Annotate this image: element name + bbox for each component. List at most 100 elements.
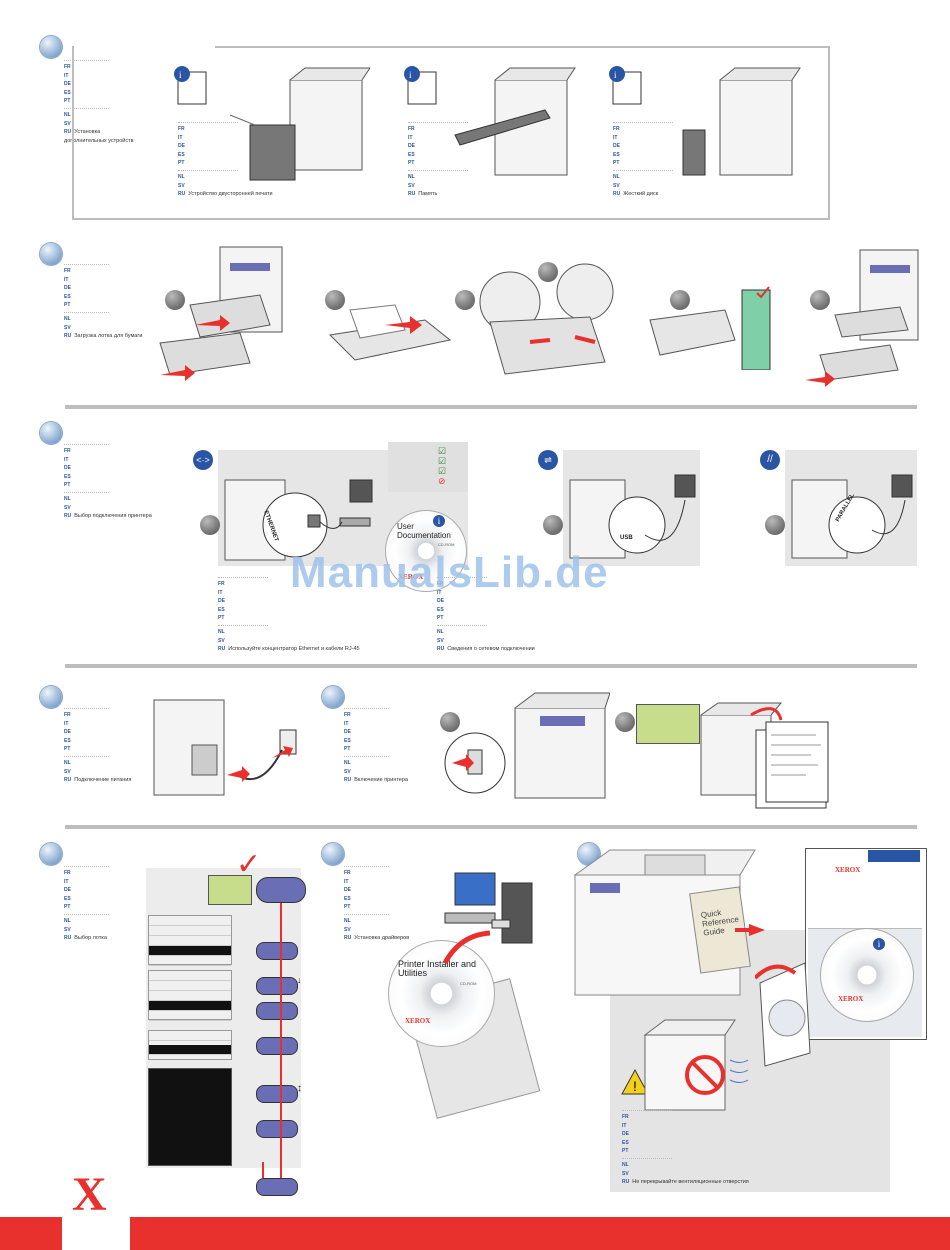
ventilation-printer-illustration [643,1019,749,1111]
step-marker-6 [40,843,62,865]
substep-dot [615,712,635,732]
user-documentation-cd [385,510,467,592]
folder-cd [820,928,914,1022]
substep-dot [455,290,475,310]
substep-dot [165,290,185,310]
svg-text:i: i [179,70,182,80]
info-icon: i [873,938,885,950]
tray-ru-label: Выбор лотка [74,935,107,942]
arrow-down-icon: ↓ [297,975,302,985]
user-doc-cd-sub: CD-ROM [438,542,455,547]
memory-option-illustration: i [400,60,600,205]
user-doc-cd-title: User Documentation [397,522,451,540]
control-buttons[interactable] [256,877,306,903]
lcd-display-illustration [636,704,700,744]
section-divider [65,405,917,409]
menu-screen-3 [148,1030,232,1060]
step-marker-3 [40,422,62,444]
step-marker-8 [578,843,600,865]
paper-fan-illustration [325,300,460,380]
max-fill-line-illustration [645,285,775,371]
control-buttons[interactable] [256,1085,298,1103]
usb-printer-illustration [569,474,696,559]
section-divider [65,825,917,829]
logo-box [62,1170,130,1250]
installer-cd-title: Printer Installer and Utilities [398,959,477,978]
xerox-logo-icon: X [72,1168,107,1221]
flow-line [262,1162,264,1178]
connection-ru-label: Выбор подключения принтера [74,513,152,520]
step-marker-5 [322,686,344,708]
svg-text:i: i [409,70,412,80]
load-paper-ru-label: Загрузка лотка для бумаги [74,333,143,340]
substep-dot [810,290,830,310]
installer-cd-brand: XEROX [405,1017,431,1025]
envelope-illustration [755,962,811,1067]
control-buttons[interactable] [256,1178,298,1196]
control-buttons[interactable] [256,942,298,960]
ethernet-icon: <·> [193,450,213,470]
power-switch-illustration [444,692,610,799]
substep-dot [765,515,785,535]
folder-brand: XEROX [835,866,861,874]
info-icon: i [433,515,445,527]
installer-cd-sub: CD-ROM [460,981,477,986]
power-ru-label: Подключение питания [74,777,132,784]
insert-arrow-icon [442,930,491,965]
menu-screen-4 [148,1068,232,1166]
drivers-ru-label: Установка драйверов [354,935,410,942]
ethernet-printer-illustration [224,479,373,561]
menu-screen-2 [148,970,232,1021]
config-page-illustration [700,702,829,809]
control-buttons[interactable] [256,1002,298,1020]
installer-cd [388,940,495,1047]
svg-text:i: i [614,70,617,80]
parallel-printer-illustration [791,474,913,559]
power-cord-illustration [153,699,297,796]
folder-header [868,850,920,862]
user-doc-cd-brand: XEROX [398,573,424,581]
flow-line [280,903,282,1178]
control-buttons[interactable] [256,977,298,995]
section-divider [65,664,917,668]
step-marker-1 [40,36,62,58]
check-icon: ☑☑☑⊘ [438,446,447,486]
substep-dot [538,262,558,282]
tray-insert-illustration [800,245,920,390]
check-icon: ✓ [236,848,262,881]
substep-dot [670,290,690,310]
watermark: ManualsLib.de [290,548,609,597]
usb-port-label: USB [620,535,633,541]
step-marker-7 [322,843,344,865]
folder-cd-brand: XEROX [838,995,864,1003]
parallel-icon: // [760,450,780,470]
usb-icon: ⇌ [538,450,558,470]
duplex-option-illustration: i [170,60,371,205]
svg-text:!: ! [633,1078,637,1094]
install-options-ru-label: Установка дополнительных устройств [64,129,134,144]
install-options-frame [72,46,830,220]
tray-remove-illustration [150,245,285,385]
hard-drive-option-illustration: i [605,60,805,205]
control-buttons[interactable] [256,1037,298,1055]
ventilation-ru-label: Не перекрывайте вентиляционные отверстия [632,1179,749,1186]
substep-dot [440,712,460,732]
paper-guides-illustration [470,262,615,382]
control-buttons[interactable] [256,1120,298,1138]
computer-illustration [444,872,533,944]
lcd-display [208,875,252,905]
step-marker-4 [40,686,62,708]
step-marker-2 [40,243,62,265]
